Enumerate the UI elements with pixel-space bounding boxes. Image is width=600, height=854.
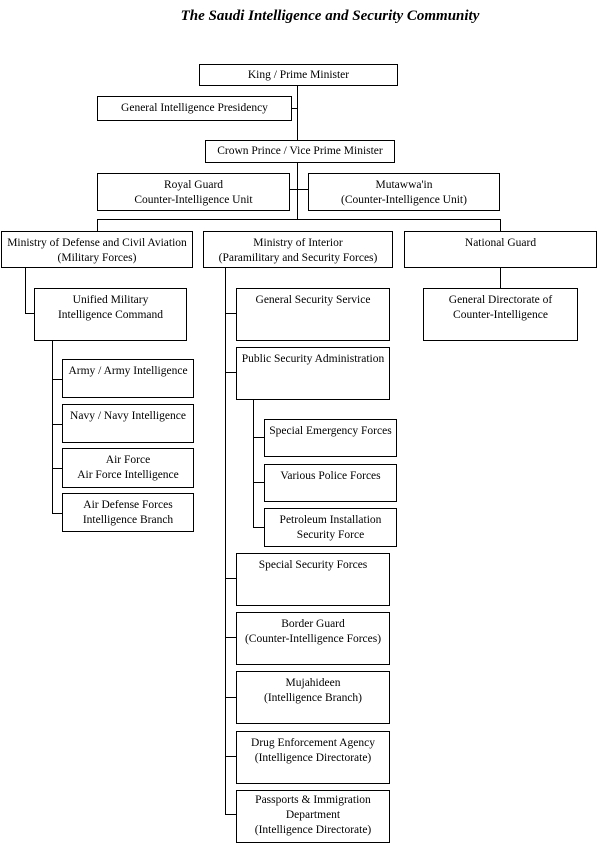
node-petroleum-security-force: Petroleum Installation Security Force [264, 508, 397, 547]
node-label: Unified Military [72, 294, 149, 306]
node-label: (Counter-Intelligence Forces) [244, 633, 382, 645]
connector-line [25, 313, 34, 314]
node-label: Border Guard [281, 618, 345, 630]
connector-line [500, 219, 501, 231]
node-label: Mutawwa'in [375, 179, 433, 191]
node-mujahideen: Mujahideen (Intelligence Branch) [236, 671, 390, 724]
node-mutawwain: Mutawwa'in (Counter-Intelligence Unit) [308, 173, 500, 211]
node-national-guard: National Guard [404, 231, 597, 268]
node-passports-immigration: Passports & Immigration Department (Inte… [236, 790, 390, 843]
connector-line [225, 578, 236, 579]
node-label: (Intelligence Branch) [263, 692, 363, 704]
node-label: (Counter-Intelligence Unit) [341, 194, 467, 206]
node-label: Intelligence Branch [82, 514, 174, 526]
node-label: Air Force Intelligence [77, 469, 179, 481]
node-label: Crown Prince / Vice Prime Minister [217, 145, 383, 157]
node-ministry-of-defense: Ministry of Defense and Civil Aviation (… [1, 231, 193, 268]
node-various-police-forces: Various Police Forces [264, 464, 397, 502]
node-label: General Directorate of [448, 294, 553, 306]
node-label: Ministry of Defense and Civil Aviation [7, 237, 187, 249]
node-navy: Navy / Navy Intelligence [62, 404, 194, 443]
node-army: Army / Army Intelligence [62, 359, 194, 398]
node-label: (Intelligence Directorate) [254, 824, 372, 836]
node-label: Navy / Navy Intelligence [70, 410, 186, 422]
node-label: Special Emergency Forces [269, 425, 392, 437]
node-drug-enforcement-agency: Drug Enforcement Agency (Intelligence Di… [236, 731, 390, 784]
node-label: National Guard [464, 237, 537, 249]
node-royal-guard: Royal Guard Counter-Intelligence Unit [97, 173, 290, 211]
node-general-directorate-counter-intelligence: General Directorate of Counter-Intellige… [423, 288, 578, 341]
node-label: Counter-Intelligence Unit [134, 194, 253, 206]
chart-title: The Saudi Intelligence and Security Comm… [180, 8, 480, 24]
node-border-guard: Border Guard (Counter-Intelligence Force… [236, 612, 390, 665]
node-label: Counter-Intelligence [453, 309, 548, 321]
connector-line [97, 219, 500, 220]
node-label: (Military Forces) [57, 252, 137, 264]
connector-line [225, 372, 236, 373]
connector-line [225, 697, 236, 698]
node-label: Air Defense Forces [83, 499, 173, 511]
node-label: General Intelligence Presidency [121, 102, 268, 114]
node-ministry-of-interior: Ministry of Interior (Paramilitary and S… [203, 231, 393, 268]
connector-line [225, 268, 226, 814]
connector-line [253, 399, 254, 527]
node-air-force: Air Force Air Force Intelligence [62, 448, 194, 488]
connector-line [225, 637, 236, 638]
connector-line [290, 189, 308, 190]
node-general-security-service: General Security Service [236, 288, 390, 341]
node-king: King / Prime Minister [199, 64, 398, 86]
node-label: Passports & Immigration [255, 794, 371, 806]
node-label: Air Force [105, 454, 151, 466]
node-label: King / Prime Minister [247, 69, 350, 81]
node-label: Public Security Administration [241, 353, 385, 365]
node-special-security-forces: Special Security Forces [236, 553, 390, 606]
node-label: Drug Enforcement Agency [251, 737, 375, 749]
node-public-security-administration: Public Security Administration [236, 347, 390, 400]
node-label: Petroleum Installation [279, 514, 382, 526]
connector-line [253, 482, 264, 483]
node-general-intelligence-presidency: General Intelligence Presidency [97, 96, 292, 121]
connector-line [225, 756, 236, 757]
node-air-defense: Air Defense Forces Intelligence Branch [62, 493, 194, 532]
connector-line [253, 437, 264, 438]
node-label: Royal Guard [163, 179, 224, 191]
connector-line [52, 424, 62, 425]
node-label: Department [285, 809, 341, 821]
node-label: Various Police Forces [280, 470, 381, 482]
node-label: Ministry of Interior [253, 237, 343, 249]
node-label: General Security Service [255, 294, 371, 306]
node-label: (Paramilitary and Security Forces) [218, 252, 378, 264]
connector-line [25, 268, 26, 313]
connector-line [52, 341, 53, 513]
connector-line [292, 108, 298, 109]
connector-line [52, 513, 62, 514]
node-crown-prince: Crown Prince / Vice Prime Minister [205, 140, 395, 163]
connector-line [253, 527, 264, 528]
connector-line [225, 313, 236, 314]
connector-line [52, 379, 62, 380]
connector-line [500, 268, 501, 288]
node-label: Intelligence Command [57, 309, 164, 321]
connector-line [225, 814, 236, 815]
connector-line [52, 468, 62, 469]
node-label: Mujahideen [285, 677, 341, 689]
node-special-emergency-forces: Special Emergency Forces [264, 419, 397, 457]
node-label: Security Force [296, 529, 365, 541]
node-unified-military-intelligence-command: Unified Military Intelligence Command [34, 288, 187, 341]
node-label: Special Security Forces [258, 559, 368, 571]
node-label: Army / Army Intelligence [68, 365, 188, 377]
connector-line [97, 219, 98, 231]
node-label: (Intelligence Directorate) [254, 752, 372, 764]
